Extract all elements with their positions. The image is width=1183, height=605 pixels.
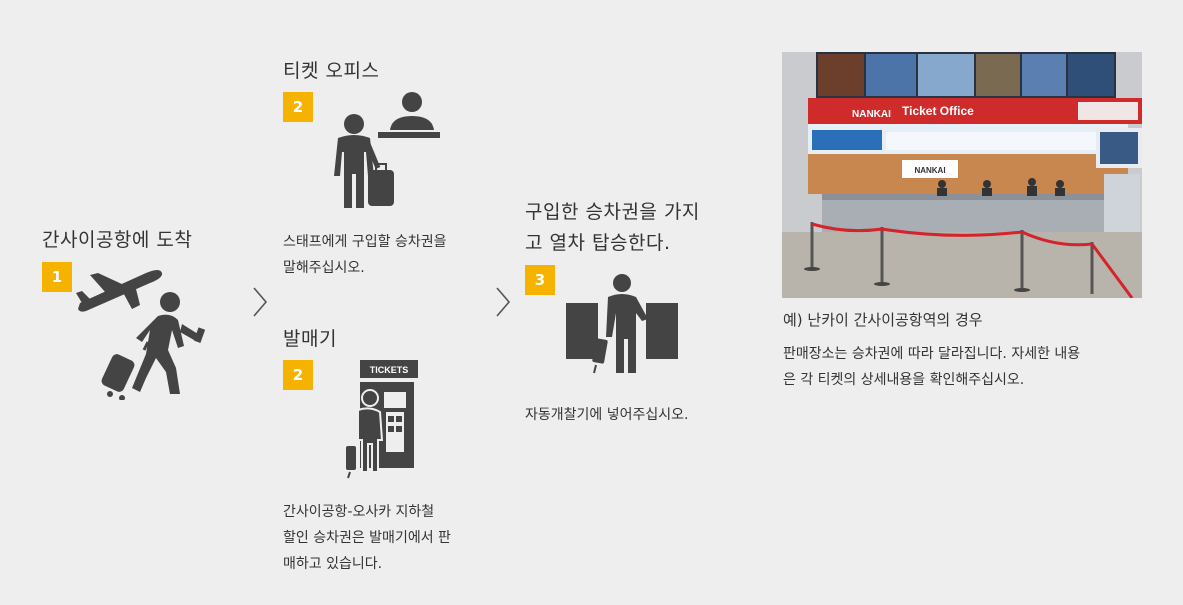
step2a-desc-line1: 스태프에게 구입할 승차권을 (283, 234, 447, 250)
step1-title: 간사이공항에 도착 (42, 229, 193, 251)
photo-office-sign: Ticket Office (902, 104, 974, 118)
ticket-office-photo: NANKAI Ticket Office NANKAI (782, 52, 1142, 298)
traveler-icon (98, 290, 208, 400)
photo-caption: 예) 난카이 간사이공항역의 경우 (783, 311, 983, 329)
step2a-description: 스태프에게 구입할 승차권을 말해주십시오. (283, 229, 446, 281)
step3-title: 구입한 승차권을 가지 고 열차 탑승한다. (525, 197, 700, 259)
step1-number-badge: 1 (42, 262, 72, 292)
machine-label: TICKETS (370, 365, 409, 375)
step2b-desc-line1: 간사이공항-오사카 지하철 (283, 504, 435, 520)
chevron-right-icon (250, 286, 270, 322)
step2a-title: 티켓 오피스 (283, 60, 380, 82)
ticket-machine-icon: TICKETS (344, 360, 420, 480)
ticket-gate-icon (566, 273, 681, 378)
chevron-right-icon (493, 286, 513, 322)
step2b-title: 발매기 (283, 328, 337, 350)
step2b-desc-line3: 매하고 있습니다. (283, 556, 383, 572)
step2a-desc-line2: 말해주십시오. (283, 260, 365, 276)
step3-number-badge: 3 (525, 265, 555, 295)
step2b-desc-line2: 할인 승차권은 발매기에서 판 (283, 530, 451, 546)
photo-note-line1: 판매장소는 승차권에 따라 달라집니다. 자세한 내용 (783, 346, 1081, 362)
photo-counter-sign: NANKAI (914, 166, 945, 175)
step2a-number-badge: 2 (283, 92, 313, 122)
step2b-number-badge: 2 (283, 360, 313, 390)
photo-note-line2: 은 각 티켓의 상세내용을 확인해주십시오. (783, 372, 1025, 388)
step2b-description: 간사이공항-오사카 지하철 할인 승차권은 발매기에서 판 매하고 있습니다. (283, 499, 451, 577)
step3-description: 자동개찰기에 넣어주십시오. (525, 407, 689, 423)
ticket-office-icon (318, 88, 448, 213)
airplane-icon (76, 265, 166, 315)
step3-title-line1: 구입한 승차권을 가지 (525, 201, 700, 223)
photo-note: 판매장소는 승차권에 따라 달라집니다. 자세한 내용 은 각 티켓의 상세내용… (783, 341, 1080, 393)
photo-brand-sign: NANKAI (852, 109, 891, 120)
step3-title-line2: 고 열차 탑승한다. (525, 232, 671, 254)
